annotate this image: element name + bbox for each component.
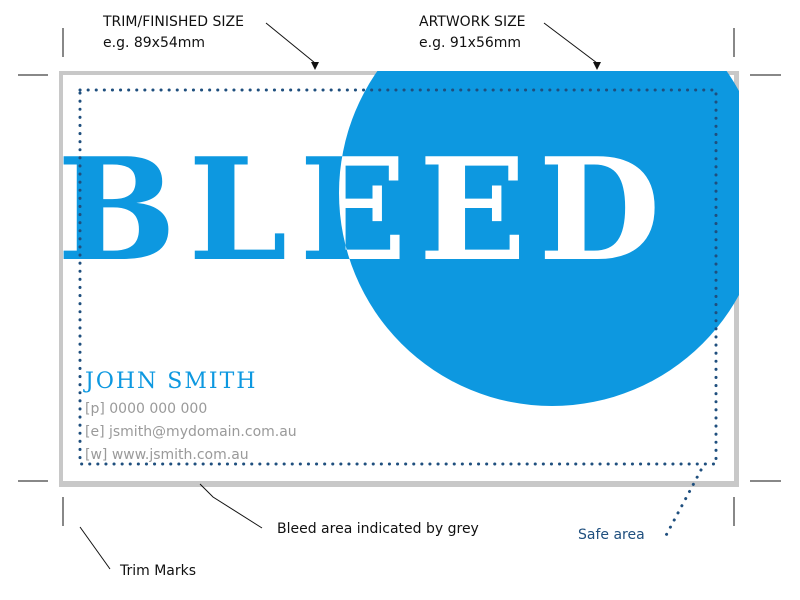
headline-text-knockout: BLEED <box>57 128 673 293</box>
contact-phone: [p] 0000 000 000 <box>85 401 208 417</box>
bleed-note-label: Bleed area indicated by grey <box>277 521 479 537</box>
contact-email: [e] jsmith@mydomain.com.au <box>85 424 297 440</box>
trim-marks <box>18 28 781 526</box>
trim-marks-label: Trim Marks <box>120 563 197 579</box>
arrowhead-icon <box>593 62 601 70</box>
card-details: JOHN SMITH [p] 0000 000 000 [e] jsmith@m… <box>85 369 297 467</box>
safe-area-outline <box>78 88 718 466</box>
trim-size-example: e.g. 89x54mm <box>103 35 206 51</box>
headline-text: BLEED <box>57 128 673 293</box>
artwork-size-label: ARTWORK SIZE e.g. 91x56mm <box>419 12 526 54</box>
artwork-size-title: ARTWORK SIZE <box>419 14 526 30</box>
person-name: JOHN SMITH <box>85 369 258 394</box>
leader-lines <box>79 22 598 570</box>
safe-area-pointer <box>661 468 703 543</box>
artwork-size-example: e.g. 91x56mm <box>419 35 522 51</box>
contact-web: [w] www.jsmith.com.au <box>85 447 249 463</box>
trim-size-title: TRIM/FINISHED SIZE <box>103 14 244 30</box>
arrowhead-icon <box>311 62 319 70</box>
artwork-circle <box>339 71 739 406</box>
trim-size-label: TRIM/FINISHED SIZE e.g. 89x54mm <box>103 12 244 54</box>
safe-area-label: Safe area <box>578 527 645 543</box>
